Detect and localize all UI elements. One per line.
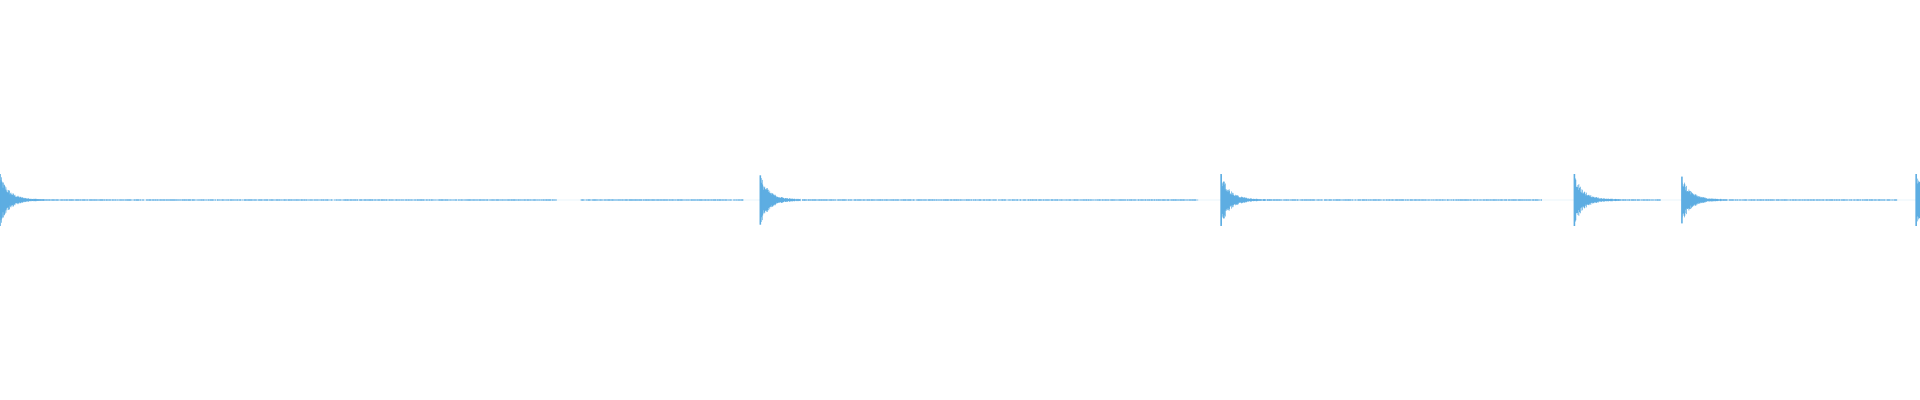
waveform-trace bbox=[0, 174, 1920, 226]
waveform-path bbox=[0, 175, 1920, 225]
